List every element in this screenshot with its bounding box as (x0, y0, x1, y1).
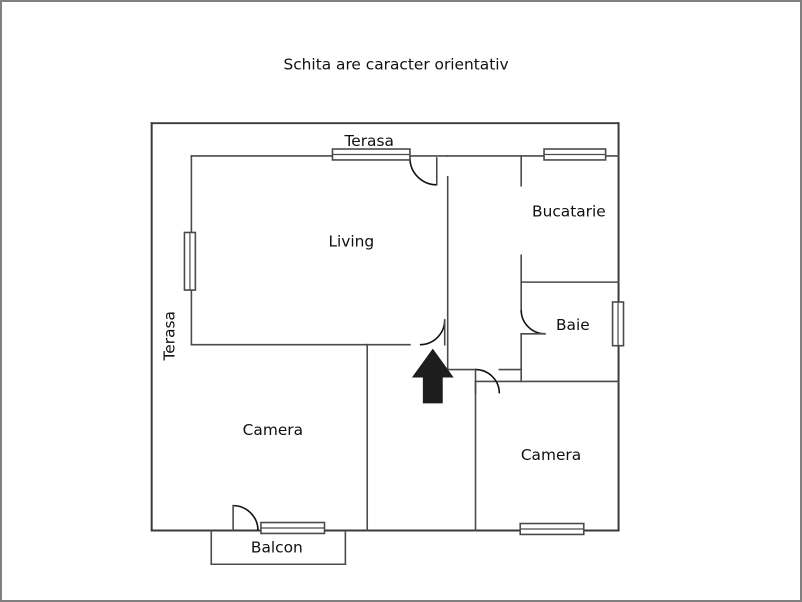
window-balcon (260, 521, 326, 535)
window-bucatarie (543, 148, 607, 161)
room-label-bucatarie: Bucatarie (532, 203, 606, 221)
room-label-camera-right: Camera (521, 446, 581, 464)
door-arc-camera-right (475, 368, 501, 394)
room-labels: Terasa Terasa Living Bucatarie Baie Came… (161, 132, 606, 556)
door-arc-baie (520, 309, 546, 335)
window-camera-right (519, 522, 585, 536)
room-label-balcon: Balcon (251, 538, 303, 556)
door-arc-living-hall (419, 319, 446, 346)
interior-walls (190, 155, 620, 566)
room-label-camera-left: Camera (243, 421, 303, 439)
room-label-terasa-top: Terasa (344, 132, 394, 150)
door-camera-right (474, 368, 501, 395)
windows (183, 148, 625, 536)
doors (232, 157, 546, 532)
room-label-living: Living (328, 232, 374, 250)
door-camera-balcon (232, 504, 259, 532)
door-terasa-living (409, 157, 438, 186)
entry-arrow-icon (411, 348, 454, 404)
window-baie (611, 301, 625, 347)
page-title: Schita are caracter orientativ (283, 56, 508, 74)
outer-walls (150, 122, 620, 532)
door-baie (520, 309, 546, 335)
door-arc-camera-balcon (233, 504, 259, 531)
room-label-terasa-left: Terasa (161, 311, 179, 361)
window-terasa-left (183, 231, 197, 291)
room-label-baie: Baie (556, 316, 590, 334)
window-terasa-top (331, 148, 411, 161)
door-living-hall (419, 319, 446, 346)
door-arc-terasa-living (409, 157, 437, 186)
